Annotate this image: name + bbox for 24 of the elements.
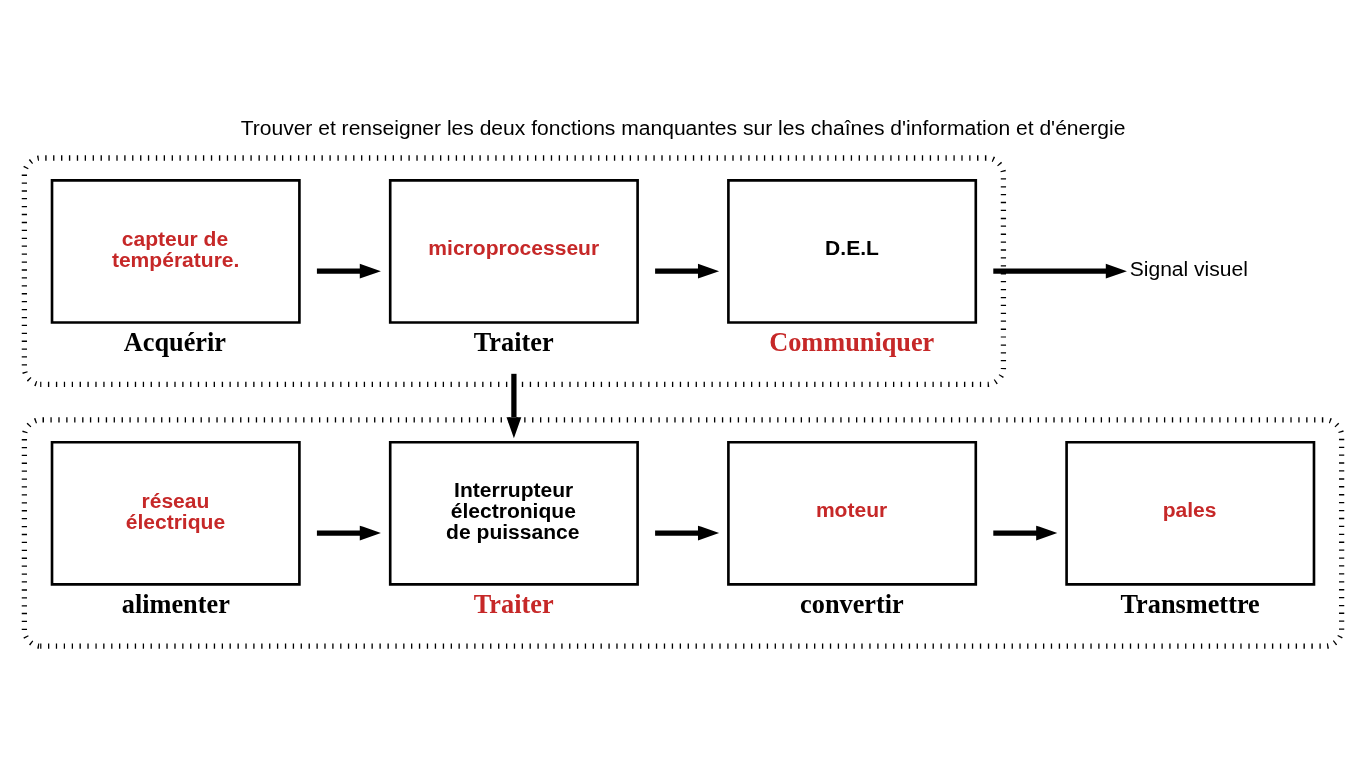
arrow [993, 525, 1058, 541]
arrow [506, 373, 522, 439]
node-box: capteur de température. [50, 179, 301, 324]
node-box: réseau électrique [50, 440, 301, 586]
node-label: Transmettre [1120, 590, 1260, 620]
node-box: microprocesseur [388, 179, 639, 324]
node-label: convertir [800, 590, 904, 620]
diagram-title: Trouver et renseigner les deux fonctions manquantes sur les chaînes d'information et d'énergie [240, 116, 1126, 140]
node-box: D.E.L [727, 179, 978, 324]
node-box: moteur [727, 440, 978, 586]
node-text: Signal visuel [1129, 257, 1248, 281]
node-label: Traiter [473, 590, 554, 620]
arrow [655, 263, 720, 279]
node-box: Interrupteur électronique de puissance [388, 440, 639, 586]
arrow [655, 525, 720, 541]
node-box: pales [1065, 440, 1316, 586]
node-label: Traiter [473, 328, 554, 358]
node-label: Acquérir [123, 328, 226, 358]
cluster [21, 155, 1007, 387]
node-label: Communiquer [769, 328, 935, 358]
arrow [316, 263, 381, 279]
arrow [993, 263, 1127, 279]
node-label: alimenter [121, 590, 230, 620]
arrow [316, 525, 381, 541]
